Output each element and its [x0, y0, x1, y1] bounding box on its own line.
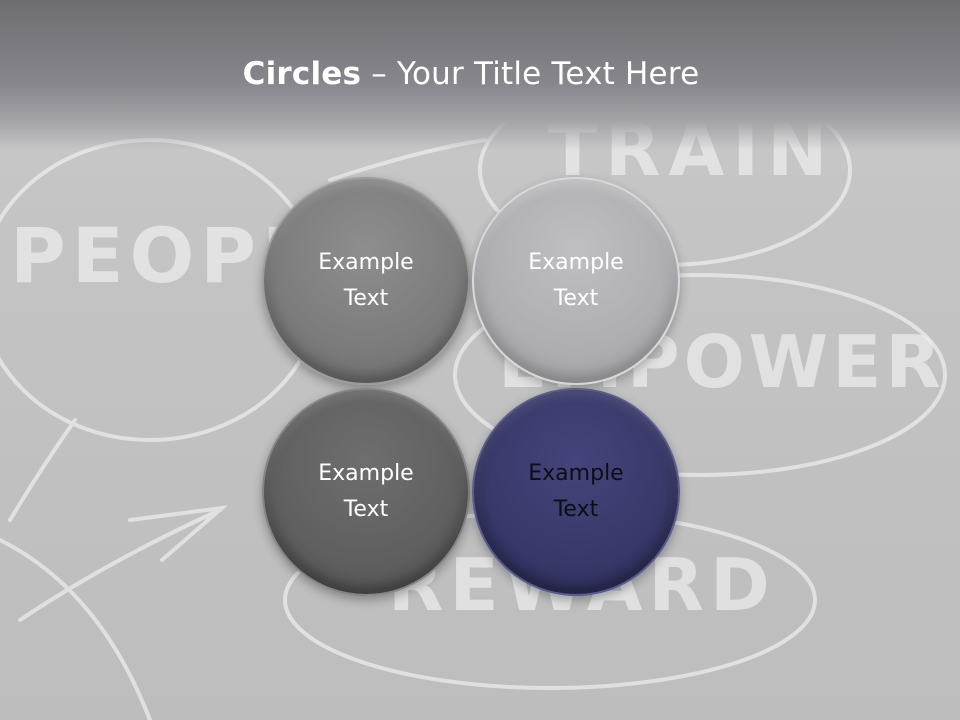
chalk-arrow: [18, 508, 222, 622]
circle-text: Example Text: [318, 250, 414, 311]
title-rest-part: – Your Title Text Here: [361, 56, 700, 92]
circle-top-right[interactable]: Example Text: [472, 177, 680, 385]
chalk-oval-empower: [453, 273, 947, 477]
title-band: [0, 0, 960, 150]
circle-bottom-left[interactable]: Example Text: [262, 388, 470, 596]
chalk-line: [0, 538, 152, 720]
circle-top-left[interactable]: Example Text: [262, 177, 470, 385]
chalk-line: [8, 418, 77, 522]
slide-title[interactable]: Circles – Your Title Text Here: [0, 56, 942, 92]
circle-text: Example Text: [528, 250, 624, 311]
circle-bottom-right[interactable]: Example Text: [472, 388, 680, 596]
circle-text: Example Text: [318, 461, 414, 522]
circle-text: Example Text: [528, 461, 624, 522]
chalk-word-people: PEOPL: [10, 211, 316, 300]
title-bold-part: Circles: [242, 56, 362, 92]
chalk-arrow-head: [128, 505, 229, 562]
